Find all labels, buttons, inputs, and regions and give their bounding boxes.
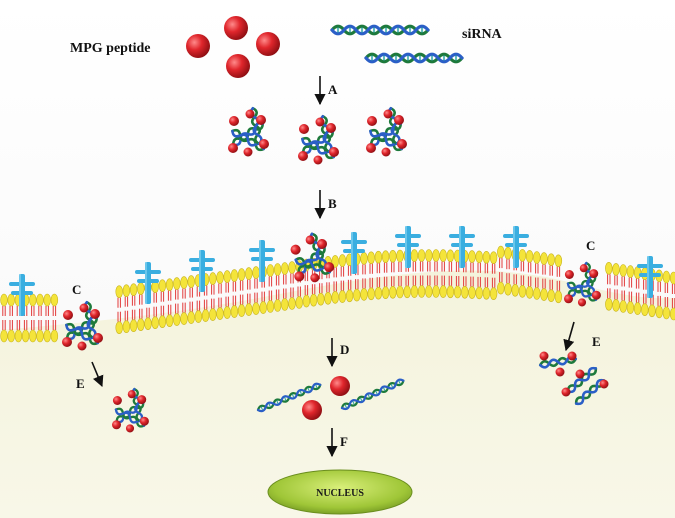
- nucleus: [267, 469, 413, 515]
- nucleus-label: NUCLEUS: [316, 488, 364, 499]
- mpg-peptide-group: [186, 16, 280, 78]
- step-b-label: B: [328, 196, 337, 211]
- step-e-right-label: E: [592, 334, 601, 349]
- peptide-icon: [226, 54, 250, 78]
- mpg-peptide-label: MPG peptide: [70, 41, 151, 56]
- step-f-label: F: [340, 434, 348, 449]
- peptide-icon: [186, 34, 210, 58]
- released-components: [255, 376, 406, 420]
- step-e-left-label: E: [76, 376, 85, 391]
- peptide-icon: [330, 376, 350, 396]
- endosomal-complex-right: [538, 351, 609, 408]
- arrow-e-left: [91, 361, 104, 388]
- peptide-icon: [256, 32, 280, 56]
- step-d-label: D: [340, 342, 349, 357]
- step-c-left-label: C: [72, 282, 81, 297]
- step-c-right-label: C: [586, 238, 595, 253]
- step-a-label: A: [328, 82, 338, 97]
- peptide-icon: [302, 400, 322, 420]
- peptide-icon: [224, 16, 248, 40]
- arrow-e-right: [563, 321, 575, 352]
- sirna-label: siRNA: [462, 27, 503, 42]
